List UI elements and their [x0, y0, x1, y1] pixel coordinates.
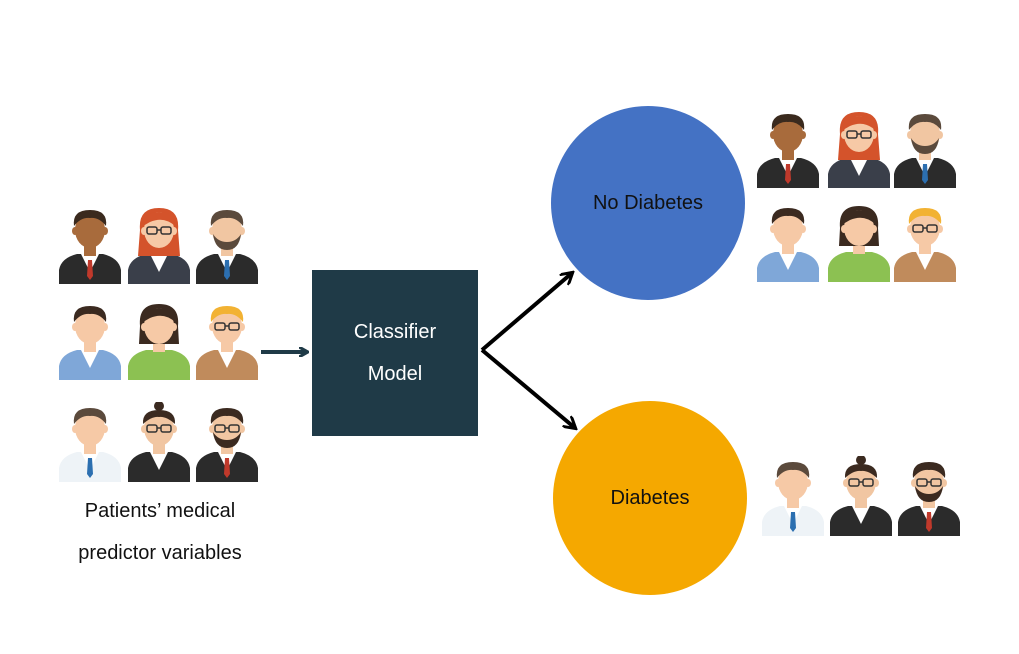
- input-caption: Patients’ medical predictor variables: [40, 490, 280, 574]
- patient-avatar-man-dark-skin-suit-red-tie: [755, 108, 821, 188]
- patient-avatar-man-blue-shirt: [57, 300, 123, 380]
- patient-avatar-man-white-shirt-blue-tie: [57, 402, 123, 482]
- patient-avatar-woman-green-top: [826, 202, 892, 282]
- patient-avatar-man-white-shirt-blue-tie: [760, 456, 826, 536]
- arrow-to-no-diabetes: [480, 273, 572, 352]
- patient-avatar-man-glasses-beard-suit: [194, 402, 260, 482]
- input-caption-line1: Patients’ medical: [84, 500, 236, 522]
- patient-avatar-woman-bun-glasses: [126, 401, 192, 482]
- patient-avatar-woman-green-top: [126, 300, 192, 380]
- patient-avatar-man-dark-skin-suit-red-tie: [57, 204, 123, 284]
- diabetes-label: Diabetes: [610, 486, 690, 509]
- patient-avatar-man-blonde-glasses: [194, 300, 260, 380]
- no-diabetes-label: No Diabetes: [592, 191, 704, 214]
- model-label-line2: Model: [367, 363, 423, 385]
- model-label-line1: Classifier: [353, 321, 437, 343]
- patient-avatar-woman-red-hair-glasses: [126, 204, 192, 284]
- patient-avatar-woman-bun-glasses: [828, 455, 894, 536]
- no-diabetes-circle: No Diabetes: [551, 106, 745, 300]
- patient-avatar-man-beard-suit-blue-tie: [892, 108, 958, 188]
- patient-avatar-man-beard-suit-blue-tie: [194, 204, 260, 284]
- classifier-model-box: Classifier Model: [312, 270, 478, 436]
- arrow-to-diabetes: [480, 348, 575, 428]
- patient-avatar-man-glasses-beard-suit: [896, 456, 962, 536]
- input-caption-line2: predictor variables: [78, 542, 242, 564]
- patient-avatar-man-blonde-glasses: [892, 202, 958, 282]
- patient-avatar-woman-red-hair-glasses: [826, 108, 892, 188]
- diabetes-circle: Diabetes: [553, 401, 747, 595]
- patient-avatar-man-blue-shirt: [755, 202, 821, 282]
